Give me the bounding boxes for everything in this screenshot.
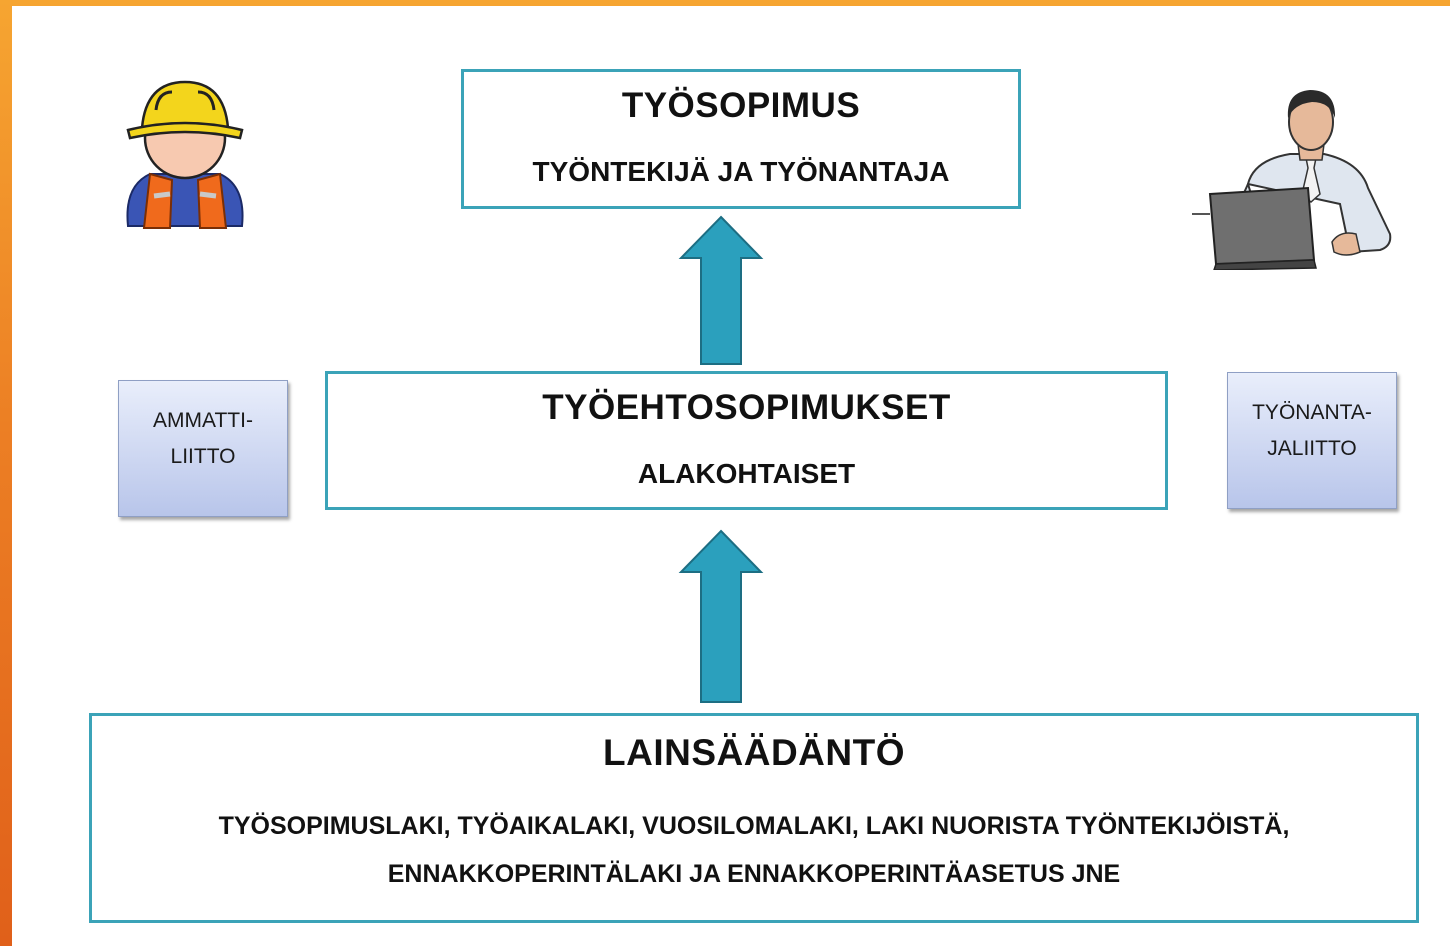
- employer-union-line-1: TYÖNANTA-: [1252, 401, 1372, 424]
- collective-agreements-subtitle: ALAKOHTAISET: [637, 458, 856, 489]
- up-arrow-icon: [678, 529, 764, 703]
- construction-worker-icon: [126, 80, 244, 229]
- trade-union-line-1: AMMATTI-: [153, 409, 253, 432]
- employment-contract-title: TYÖSOPIMUS: [621, 86, 861, 125]
- employment-contract-subtitle: TYÖNTEKIJÄ JA TYÖNANTAJA: [532, 156, 950, 187]
- office-worker-laptop-icon: [1192, 90, 1392, 270]
- collective-agreements-title: TYÖEHTOSOPIMUKSET: [542, 388, 951, 427]
- trade-union-line-2: LIITTO: [170, 445, 236, 468]
- trade-union-box: AMMATTI- LIITTO: [118, 380, 288, 517]
- legislation-line-1: TYÖSOPIMUSLAKI, TYÖAIKALAKI, VUOSILOMALA…: [218, 812, 1290, 840]
- legislation-title: LAINSÄÄDÄNTÖ: [603, 732, 905, 773]
- employment-contract-box: TYÖSOPIMUS TYÖNTEKIJÄ JA TYÖNANTAJA: [461, 69, 1021, 209]
- employer-union-line-2: JALIITTO: [1267, 437, 1357, 460]
- up-arrow-icon: [678, 215, 764, 365]
- collective-agreements-box: TYÖEHTOSOPIMUKSET ALAKOHTAISET: [325, 371, 1168, 510]
- legislation-box: LAINSÄÄDÄNTÖ TYÖSOPIMUSLAKI, TYÖAIKALAKI…: [89, 713, 1419, 923]
- legislation-line-2: ENNAKKOPERINTÄLAKI JA ENNAKKOPERINTÄASET…: [387, 860, 1121, 888]
- employer-union-box: TYÖNANTA- JALIITTO: [1227, 372, 1397, 509]
